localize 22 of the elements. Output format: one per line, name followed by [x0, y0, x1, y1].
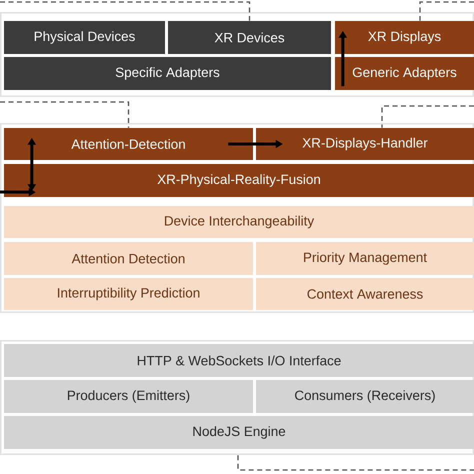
- layer-box: Generic Adapters: [335, 57, 474, 90]
- layer-box: XR Displays: [335, 21, 474, 54]
- layer-box: Device Interchangeability: [4, 206, 474, 238]
- dashed-connector: [419, 1, 474, 21]
- layer-box: Consumers (Receivers): [256, 380, 474, 413]
- dashed-connector: [237, 455, 474, 471]
- layer-box: HTTP & WebSockets I/O Interface: [4, 344, 474, 377]
- layer-box: Interruptibility Prediction: [4, 278, 253, 310]
- layer-box: Attention Detection: [4, 242, 253, 275]
- layer-box: Producers (Emitters): [4, 380, 253, 413]
- layer-box: Specific Adapters: [4, 57, 331, 90]
- dashed-connector: [0, 101, 130, 128]
- layer-box: Priority Management: [256, 242, 474, 275]
- layer-box: NodeJS Engine: [4, 416, 474, 449]
- dashed-connector: [381, 105, 474, 128]
- layer-box: XR-Physical-Reality-Fusion: [4, 164, 474, 197]
- layer-box: Context Awareness: [256, 278, 474, 310]
- layer-box: XR Devices: [168, 21, 331, 54]
- layer-box: Physical Devices: [4, 21, 165, 54]
- layer-box: Attention-Detection: [4, 128, 253, 160]
- layer-box: XR-Displays-Handler: [256, 128, 474, 160]
- dashed-connector: [0, 1, 250, 21]
